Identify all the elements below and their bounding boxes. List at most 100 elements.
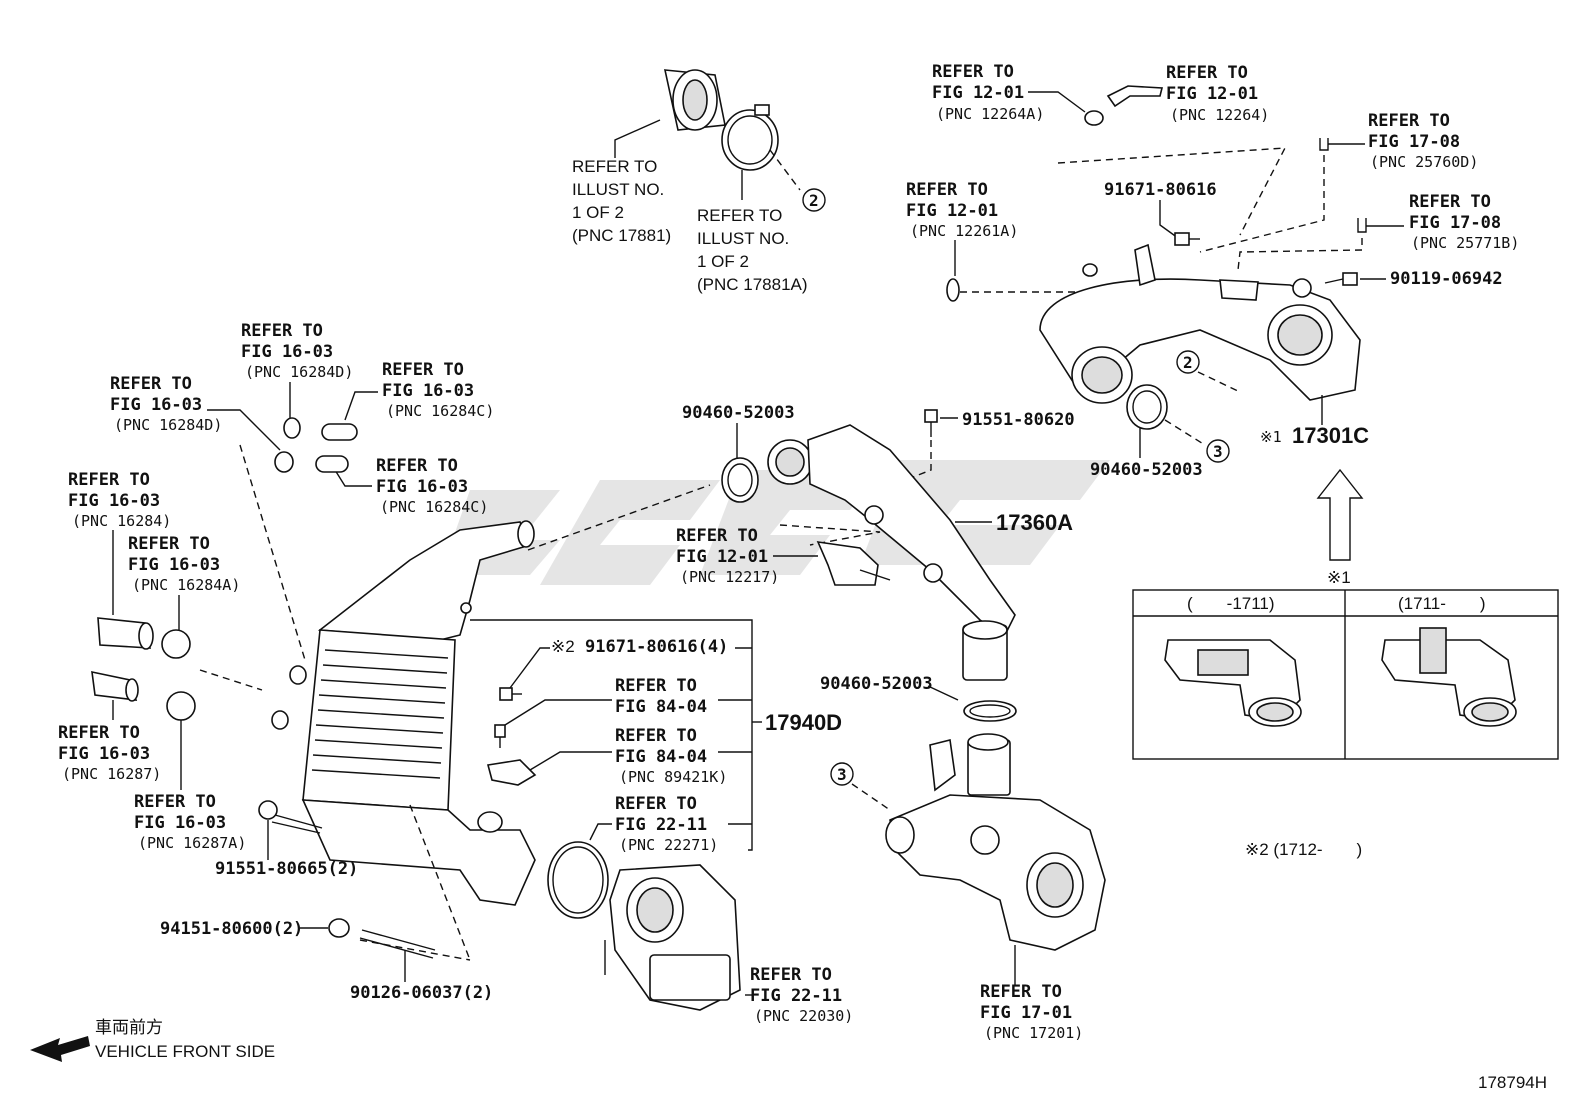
callout-3-turbo: 3 — [830, 762, 854, 786]
ref-label: REFER TO — [68, 470, 150, 490]
assembly-mark: ※1 — [1260, 428, 1282, 446]
hose-clamp — [161, 629, 191, 659]
ref-label: REFER TO — [697, 206, 782, 225]
ref-label: REFER TO — [58, 723, 140, 743]
ref-label: (PNC 16284C) — [380, 498, 488, 516]
ref-label: REFER TO — [1166, 63, 1248, 83]
callout-3-manifold: 3 — [1206, 439, 1230, 463]
ref-label: (PNC 16287) — [62, 765, 161, 783]
ref-label: 1 OF 2 — [697, 252, 749, 271]
part-number: 91551-80665(2) — [215, 859, 358, 879]
air-pipe-17360A — [767, 424, 1016, 681]
part-mark: ※2 — [551, 637, 575, 656]
intercooler-17940D — [271, 520, 536, 906]
ref-label: FIG 16-03 — [376, 477, 468, 497]
up-arrow-icon — [1316, 468, 1364, 561]
ref-label: (PNC 12261A) — [910, 222, 1018, 240]
ref-label: REFER TO — [750, 965, 832, 985]
ref-label: FIG 16-03 — [68, 491, 160, 511]
stud-bolt — [258, 800, 323, 834]
ref-label: REFER TO — [615, 676, 697, 696]
ref-label: FIG 17-08 — [1409, 213, 1501, 233]
ref-label: REFER TO — [1409, 192, 1491, 212]
hose-clamp — [1126, 384, 1168, 430]
ref-label: FIG 16-03 — [128, 555, 220, 575]
hose-clamp — [721, 457, 759, 503]
part-number: 91551-80620 — [962, 410, 1075, 430]
note-2: ※2 (1712- ) — [1245, 840, 1362, 859]
ref-label: FIG 84-04 — [615, 747, 707, 767]
vsv-valve — [816, 541, 891, 586]
ref-label: REFER TO — [376, 456, 458, 476]
bolt-icon — [1174, 232, 1200, 246]
ref-label: REFER TO — [980, 982, 1062, 1002]
nut-icon — [328, 918, 350, 938]
ref-label: REFER TO — [134, 792, 216, 812]
throttle-body — [604, 864, 741, 1011]
pressure-sensor — [486, 759, 537, 786]
ref-label: FIG 12-01 — [932, 83, 1024, 103]
ref-label: FIG 16-03 — [58, 744, 150, 764]
bolt-icon — [1324, 272, 1358, 286]
ref-label: (PNC 16284A) — [132, 576, 240, 594]
turbocharger — [885, 733, 1106, 951]
ref-label: (PNC 25771B) — [1411, 234, 1519, 252]
svg-text:2: 2 — [809, 191, 819, 210]
ref-label: REFER TO — [676, 526, 758, 546]
ref-label: (PNC 12217) — [680, 568, 779, 586]
ref-label: FIG 16-03 — [382, 381, 474, 401]
ref-label: (PNC 16284) — [72, 512, 171, 530]
ref-label: (PNC 25760D) — [1370, 153, 1478, 171]
part-number: 90119-06942 — [1390, 269, 1503, 289]
ref-label: FIG 16-03 — [241, 342, 333, 362]
inset-left-illustration — [1164, 639, 1302, 727]
ref-label: (PNC 16287A) — [138, 834, 246, 852]
inset-left-header: ( -1711) — [1187, 594, 1275, 613]
part-number: 90460-52003 — [1090, 460, 1203, 480]
direction-jp: 車両前方 — [95, 1018, 163, 1037]
small-hose — [1106, 85, 1164, 108]
part-number: 94151-80600(2) — [160, 919, 303, 939]
inset-mark: ※1 — [1327, 568, 1351, 587]
ref-label: FIG 12-01 — [906, 201, 998, 221]
bolt-icon — [924, 409, 938, 437]
ref-label: REFER TO — [932, 62, 1014, 82]
ref-label: REFER TO — [382, 360, 464, 380]
ref-label: ILLUST NO. — [697, 229, 789, 248]
callout-2-top: 2 — [802, 188, 826, 212]
intercooler-hose — [91, 670, 139, 702]
ref-label: FIG 16-03 — [110, 395, 202, 415]
ref-label: FIG 22-11 — [750, 986, 842, 1006]
sensor-icon — [494, 724, 506, 748]
ref-label: 1 OF 2 — [572, 203, 624, 222]
ref-label: (PNC 17201) — [984, 1024, 1083, 1042]
ref-label: (PNC 12264A) — [936, 105, 1044, 123]
ref-label: REFER TO — [572, 157, 657, 176]
svg-text:3: 3 — [1213, 442, 1223, 461]
small-hose — [315, 455, 349, 473]
assembly-number: 17360A — [996, 510, 1073, 535]
intake-manifold-17301C — [1039, 243, 1361, 404]
ref-label: FIG 84-04 — [615, 697, 707, 717]
ref-label: FIG 22-11 — [615, 815, 707, 835]
ref-label: FIG 12-01 — [676, 547, 768, 567]
ref-label: FIG 17-08 — [1368, 132, 1460, 152]
ref-label: FIG 12-01 — [1166, 84, 1258, 104]
ref-label: (PNC 17881) — [572, 226, 671, 245]
ref-label: REFER TO — [1368, 111, 1450, 131]
ref-label: FIG 16-03 — [134, 813, 226, 833]
direction-en: VEHICLE FRONT SIDE — [95, 1042, 275, 1061]
ref-label: (PNC 16284C) — [386, 402, 494, 420]
gasket-ring — [547, 841, 609, 919]
ref-label: (PNC 16284D) — [114, 416, 222, 434]
inset-right-illustration — [1381, 627, 1517, 727]
inset-box: ( -1711) (1711- ) — [1132, 589, 1559, 760]
part-number: 90126-06037(2) — [350, 983, 493, 1003]
ref-label: (PNC 17881A) — [697, 275, 808, 294]
bolt-icon — [499, 687, 522, 701]
drawing-number: 178794H — [1478, 1073, 1547, 1092]
hose-clamp — [166, 691, 196, 721]
ref-label: REFER TO — [110, 374, 192, 394]
small-hose — [321, 423, 358, 441]
intercooler-hose — [97, 617, 154, 650]
